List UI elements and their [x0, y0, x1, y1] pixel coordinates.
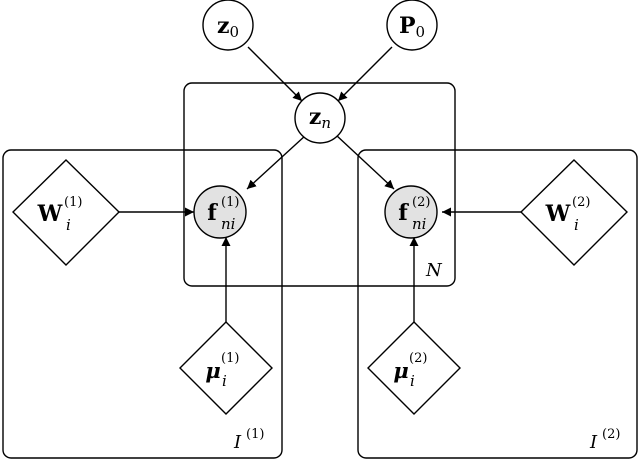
node-W2: W (2) i	[520, 159, 628, 266]
edge-P0-zn	[337, 46, 393, 102]
node-f1: f (1) ni	[193, 185, 247, 239]
node-P0-sub: 0	[416, 23, 426, 41]
node-P0: P0	[386, 0, 438, 51]
svg-text:P0: P0	[399, 13, 425, 41]
node-zn-base: z	[309, 104, 322, 130]
plate-I2-label: I (2)	[589, 427, 620, 453]
node-W2-sup: (2)	[572, 195, 590, 210]
node-mu1: μ (1) i	[179, 321, 273, 415]
plate-I2-label-sup: (2)	[602, 427, 620, 442]
node-f1-sub: ni	[221, 215, 236, 233]
edge-zn-f1	[246, 134, 307, 190]
node-mu1-sub: i	[222, 372, 227, 390]
node-zn: zn	[294, 92, 346, 144]
plate-N-label: N	[425, 260, 443, 281]
node-W1-sup: (1)	[64, 195, 82, 210]
node-W1: W (1) i	[12, 159, 120, 266]
node-z0-sub: 0	[229, 23, 239, 41]
node-f1-sup: (1)	[221, 195, 239, 210]
svg-text:zn: zn	[309, 104, 331, 132]
node-mu1-base: μ	[205, 358, 220, 383]
node-z0-base: z	[217, 13, 230, 39]
node-zn-sub: n	[321, 114, 331, 132]
plate-N	[183, 82, 456, 287]
node-mu2-sub: i	[410, 372, 415, 390]
node-P0-base: P	[399, 13, 416, 39]
node-W1-sub: i	[66, 216, 71, 234]
node-mu2-sup: (2)	[409, 351, 427, 366]
node-W1-base: W	[37, 201, 63, 227]
plate-I2-label-base: I	[589, 432, 598, 453]
plate-I1-label: I (1)	[233, 427, 264, 453]
node-f2-base: f	[398, 200, 409, 226]
node-W2-base: W	[545, 201, 571, 227]
node-mu2-base: μ	[393, 358, 408, 383]
svg-text:z0: z0	[217, 13, 239, 41]
node-f2: f (2) ni	[384, 185, 438, 239]
edge-z0-zn	[247, 46, 303, 102]
plate-I1	[2, 149, 283, 459]
edge-zn-f2	[335, 134, 395, 190]
node-W2-sub: i	[574, 216, 579, 234]
plate-I1-label-base: I	[233, 432, 242, 453]
node-z0: z0	[202, 0, 254, 51]
node-f1-base: f	[207, 200, 218, 226]
node-mu1-sup: (1)	[221, 351, 239, 366]
plate-I2	[357, 149, 638, 459]
node-f2-sup: (2)	[412, 195, 430, 210]
node-f2-sub: ni	[412, 215, 427, 233]
plate-I1-label-sup: (1)	[246, 427, 264, 442]
node-mu2: μ (2) i	[367, 321, 461, 415]
